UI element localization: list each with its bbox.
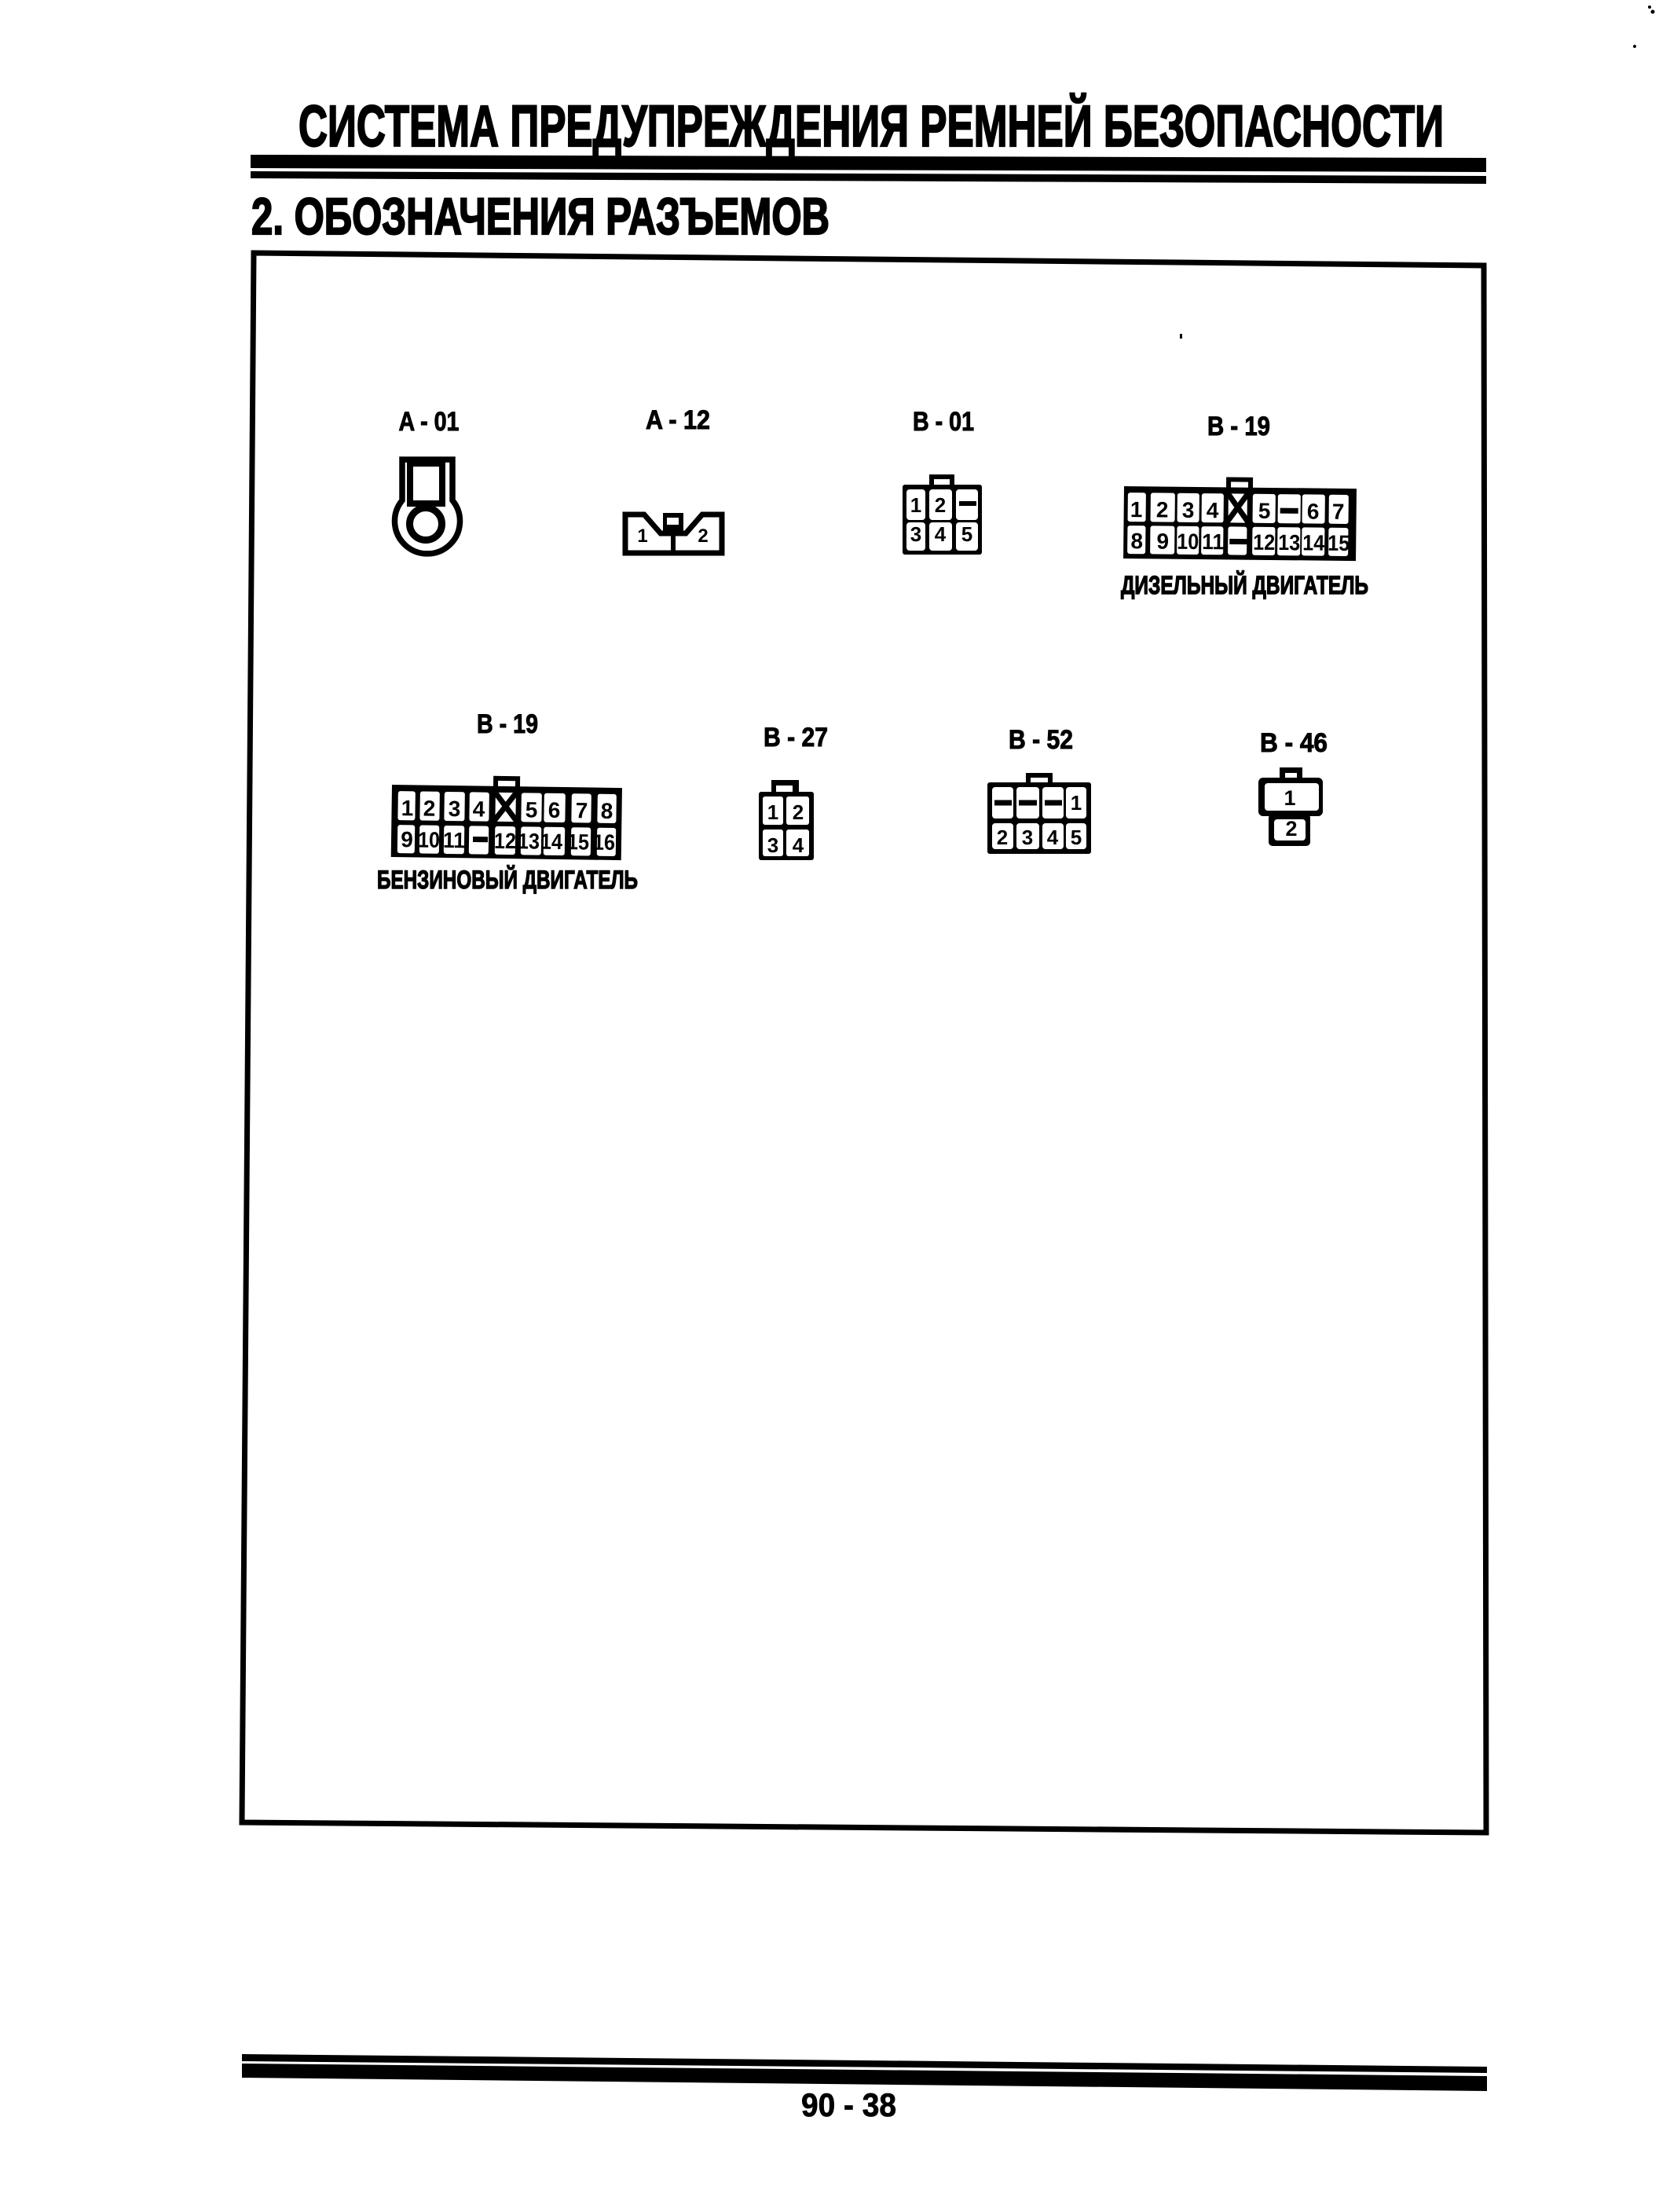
- svg-text:2: 2: [423, 797, 436, 821]
- svg-text:1: 1: [637, 526, 647, 547]
- svg-text:1: 1: [1071, 791, 1082, 815]
- svg-text:2: 2: [698, 526, 708, 547]
- svg-text:3: 3: [1182, 498, 1195, 522]
- svg-text:ДИЗЕЛЬНЫЙ ДВИГАТЕЛЬ: ДИЗЕЛЬНЫЙ ДВИГАТЕЛЬ: [1121, 571, 1368, 599]
- svg-text:2: 2: [793, 800, 804, 824]
- svg-text:6: 6: [548, 798, 561, 822]
- svg-text:B - 52: B - 52: [1009, 725, 1073, 755]
- svg-text:8: 8: [1130, 529, 1143, 553]
- svg-text:13: 13: [1278, 530, 1300, 555]
- svg-text:3: 3: [1022, 826, 1033, 849]
- svg-text:4: 4: [1047, 826, 1059, 849]
- svg-text:15: 15: [1328, 531, 1350, 555]
- svg-text:4: 4: [1207, 498, 1219, 522]
- svg-text:15: 15: [567, 830, 589, 854]
- svg-text:A - 01: A - 01: [399, 407, 460, 437]
- svg-text:7: 7: [576, 798, 588, 822]
- svg-text:13: 13: [518, 829, 540, 853]
- svg-text:2: 2: [935, 493, 946, 517]
- svg-text:5: 5: [526, 797, 538, 822]
- svg-text:B - 27: B - 27: [764, 723, 828, 753]
- svg-text:5: 5: [961, 522, 972, 546]
- svg-text:3: 3: [767, 833, 778, 857]
- svg-text:3: 3: [449, 797, 461, 821]
- svg-text:СИСТЕМА ПРЕДУПРЕЖДЕНИЯ РЕМНЕЙ: СИСТЕМА ПРЕДУПРЕЖДЕНИЯ РЕМНЕЙ БЕЗОПАСНОС…: [298, 93, 1444, 159]
- svg-text:1: 1: [401, 796, 414, 820]
- svg-text:16: 16: [593, 830, 615, 855]
- svg-text:2. ОБОЗНАЧЕНИЯ РАЗЪЕМОВ: 2. ОБОЗНАЧЕНИЯ РАЗЪЕМОВ: [251, 187, 830, 245]
- svg-text:5: 5: [1071, 826, 1082, 849]
- svg-text:9: 9: [401, 827, 413, 851]
- svg-text:11: 11: [443, 828, 465, 852]
- svg-text:7: 7: [1332, 500, 1345, 524]
- svg-text:2: 2: [997, 826, 1008, 849]
- svg-text:B - 19: B - 19: [1207, 412, 1270, 441]
- svg-text:A - 12: A - 12: [646, 405, 710, 435]
- svg-text:4: 4: [473, 797, 485, 821]
- svg-text:90 - 38: 90 - 38: [801, 2086, 896, 2123]
- svg-text:1: 1: [1130, 497, 1143, 522]
- svg-text:2: 2: [1285, 817, 1297, 840]
- svg-text:8: 8: [601, 799, 613, 823]
- svg-text:5: 5: [1258, 499, 1271, 523]
- svg-text:10: 10: [1177, 529, 1199, 554]
- svg-text:1: 1: [767, 800, 778, 824]
- svg-text:14: 14: [540, 830, 563, 854]
- svg-text:1: 1: [910, 493, 921, 517]
- svg-text:11: 11: [1202, 529, 1224, 554]
- svg-text:B - 01: B - 01: [913, 407, 974, 437]
- svg-text:12: 12: [1253, 530, 1275, 555]
- svg-text:9: 9: [1156, 529, 1169, 553]
- svg-text:B - 46: B - 46: [1260, 728, 1328, 758]
- svg-text:1: 1: [1284, 786, 1295, 810]
- svg-text:2: 2: [1156, 497, 1169, 522]
- svg-text:БЕНЗИНОВЫЙ ДВИГАТЕЛЬ: БЕНЗИНОВЫЙ ДВИГАТЕЛЬ: [377, 866, 638, 894]
- svg-text:B - 19: B - 19: [477, 709, 538, 739]
- svg-text:6: 6: [1307, 499, 1320, 523]
- svg-text:4: 4: [793, 833, 804, 857]
- svg-text:3: 3: [910, 522, 921, 546]
- svg-text:4: 4: [935, 522, 947, 546]
- svg-text:10: 10: [418, 827, 440, 851]
- svg-text:14: 14: [1302, 530, 1325, 555]
- svg-text:12: 12: [494, 829, 516, 853]
